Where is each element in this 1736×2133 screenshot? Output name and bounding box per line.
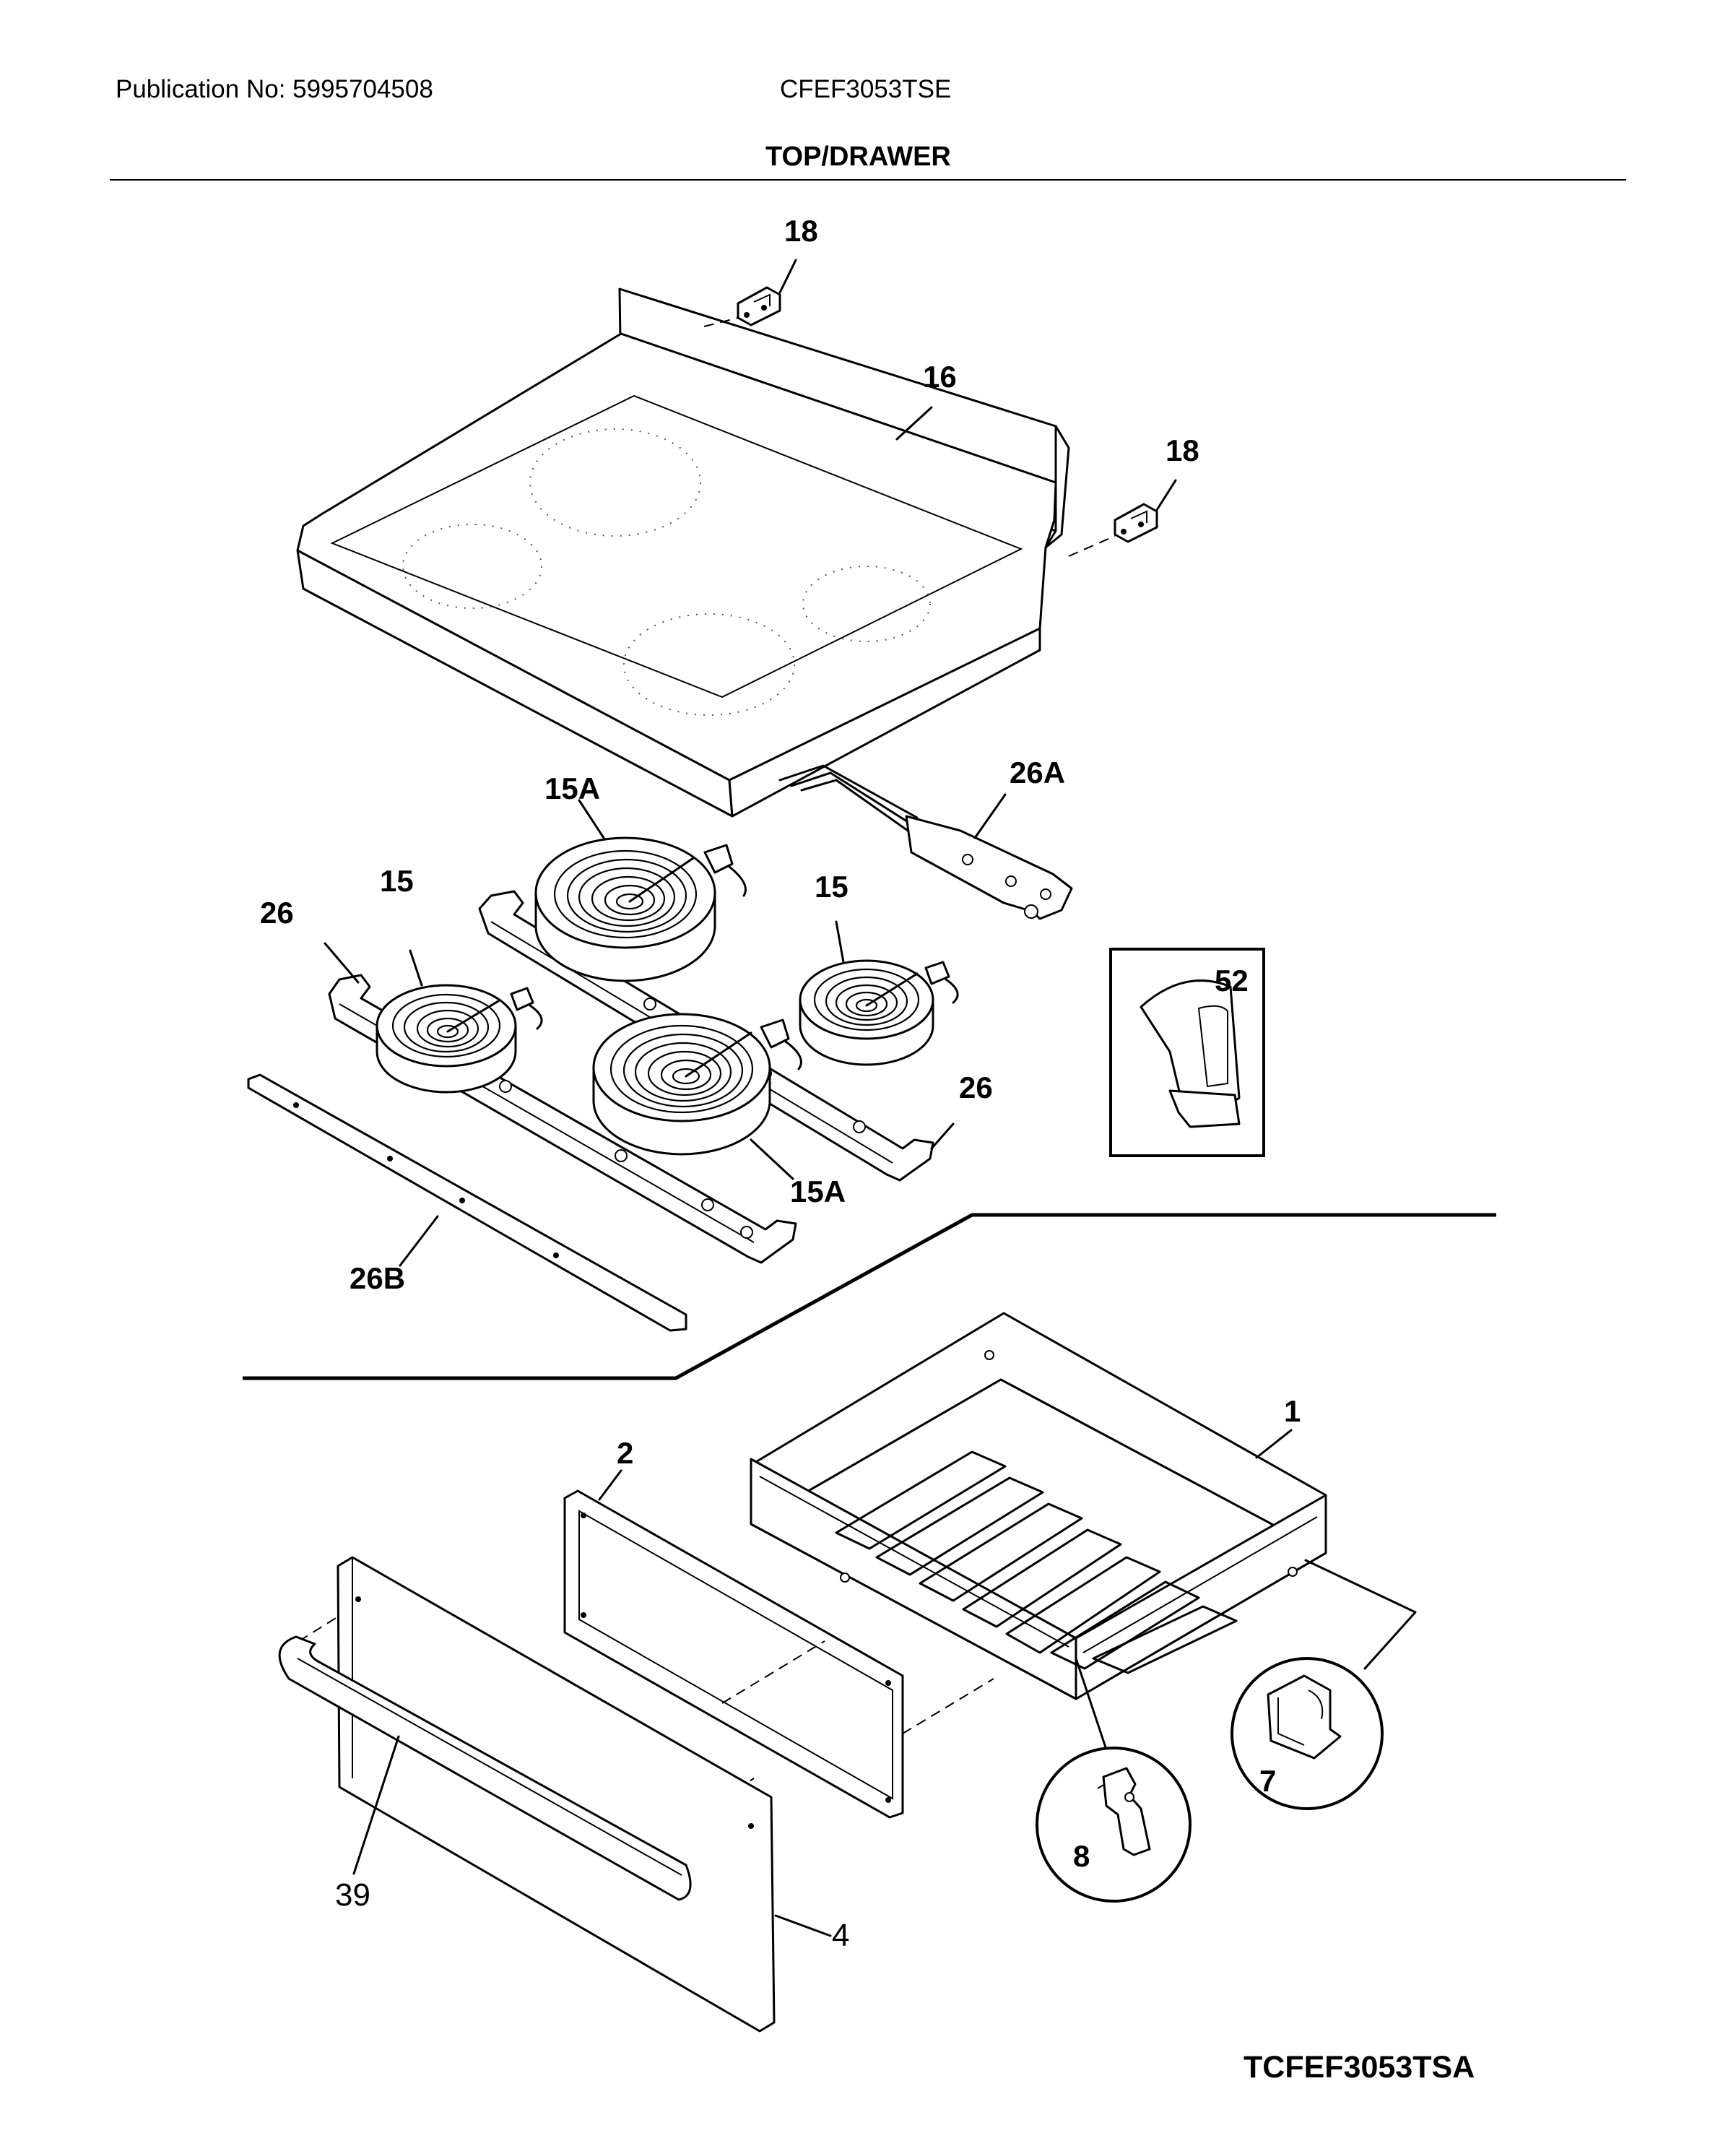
wire-harness-part xyxy=(778,764,1073,920)
title-rule xyxy=(110,179,1626,181)
callout-15-right: 15 xyxy=(815,870,849,904)
detail-circle-8 xyxy=(1036,1657,1192,1903)
callout-4: 4 xyxy=(832,1918,849,1953)
callout-26-right: 26 xyxy=(959,1070,993,1104)
inset-box-part-52 xyxy=(1109,948,1265,1157)
callout-26b: 26B xyxy=(350,1261,405,1295)
figure-code: TCFEF3053TSA xyxy=(1244,2050,1475,2085)
callout-15-left: 15 xyxy=(380,864,414,898)
publication-number: Publication No: 5995704508 xyxy=(116,75,433,103)
model-number: CFEF3053TSE xyxy=(780,75,952,103)
drawer-handle-part xyxy=(278,1635,692,1901)
drawer-part xyxy=(750,1312,1327,1700)
small-surface-element-left xyxy=(376,949,543,1094)
callout-26a: 26A xyxy=(1010,756,1065,789)
cooktop-part xyxy=(296,287,1070,818)
callout-39: 39 xyxy=(335,1877,370,1913)
section-divider xyxy=(243,1213,1496,1380)
large-surface-element-front xyxy=(592,1013,802,1180)
callout-52: 52 xyxy=(1215,964,1249,998)
bracket-part-left xyxy=(703,259,797,327)
large-surface-element-back xyxy=(534,799,747,982)
trim-strip-part xyxy=(247,1073,687,1332)
small-surface-element-right xyxy=(799,920,959,1066)
drawer-panel-part xyxy=(563,1469,904,1819)
section-title: TOP/DRAWER xyxy=(765,142,951,172)
callout-7: 7 xyxy=(1259,1764,1276,1798)
callout-16: 16 xyxy=(923,360,957,394)
callout-18-top: 18 xyxy=(784,214,818,248)
callout-1: 1 xyxy=(1284,1394,1301,1428)
callout-26-left: 26 xyxy=(260,896,294,930)
callout-8: 8 xyxy=(1073,1839,1090,1873)
bracket-part-right xyxy=(1068,479,1177,557)
callout-18-right: 18 xyxy=(1166,433,1199,467)
alignment-line xyxy=(721,1640,825,1704)
callout-15a-top: 15A xyxy=(544,771,600,805)
callout-15a-bottom: 15A xyxy=(790,1174,846,1208)
detail-circle-7 xyxy=(1231,1559,1417,1810)
alignment-line xyxy=(902,1678,994,1734)
callout-2: 2 xyxy=(617,1436,633,1470)
